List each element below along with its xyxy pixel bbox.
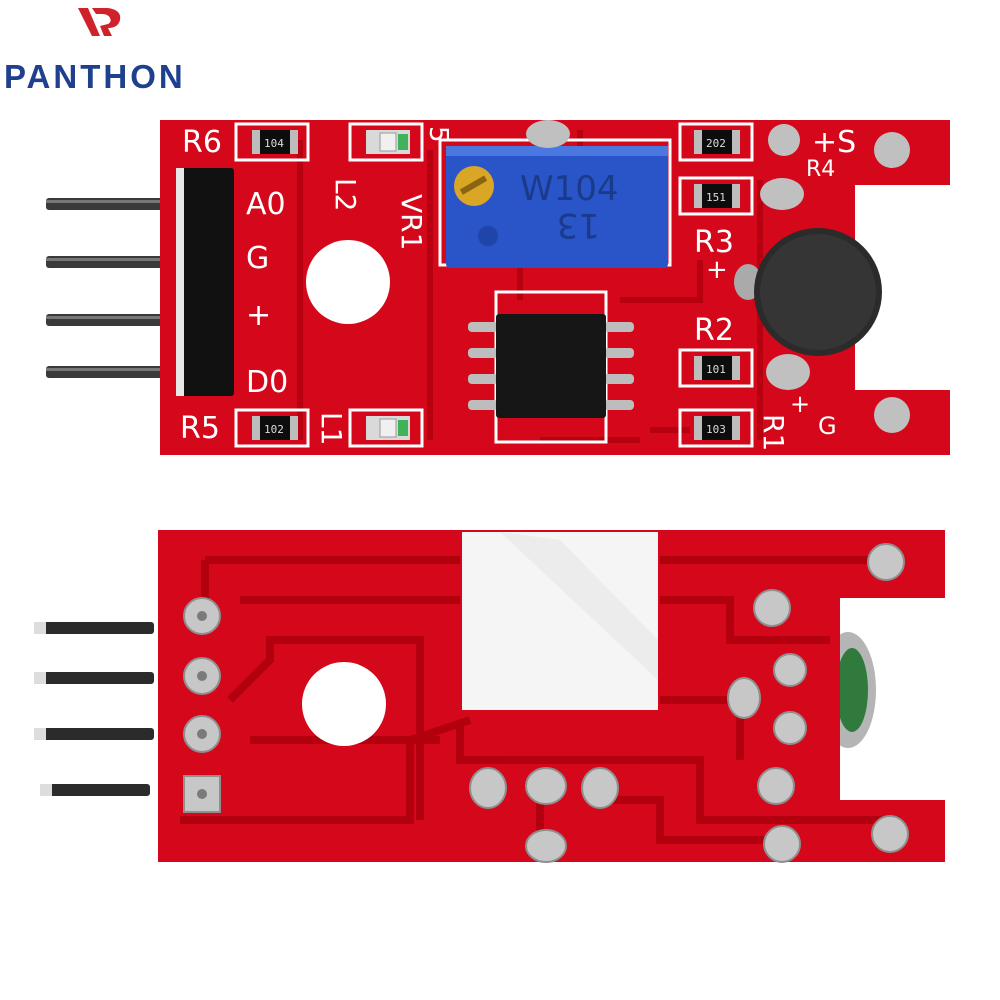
smd-code-r2: 101 [706, 363, 726, 376]
header-pins-back [34, 622, 154, 796]
label-r3: R3 [694, 225, 734, 260]
label-plus-mid: + [706, 255, 728, 285]
label-r4: R4 [806, 157, 835, 182]
smd-resistor-r6: 104 [252, 130, 298, 154]
mounting-hole-back [302, 662, 386, 746]
smd-code-r6: 104 [264, 137, 284, 150]
smd-resistor-r5: 102 [252, 416, 298, 440]
smd-code-r5: 102 [264, 423, 284, 436]
label-r5: R5 [180, 411, 220, 446]
label-vr1: VR1 [395, 194, 428, 250]
pin-label-plus: + [246, 298, 271, 333]
smd-resistor-r1: 103 [694, 416, 740, 440]
smd-resistor-r3: 151 [694, 184, 740, 208]
smd-resistor-r2: 101 [694, 356, 740, 380]
pot-marking-1: W104 [520, 169, 619, 209]
label-s-plus: +S [812, 125, 856, 160]
label-r1: R1 [757, 414, 790, 451]
solder-pads-back [469, 543, 909, 863]
brand-logo-mark-icon [78, 8, 121, 36]
pin-label-a0: A0 [246, 187, 286, 222]
smd-code-r3: 151 [706, 191, 726, 204]
back-board [34, 530, 945, 863]
label-l2: L2 [329, 178, 362, 211]
front-board: R6 R5 A0 G + D0 L2 VR1 L1 5 +S R4 R3 + R… [46, 120, 950, 455]
led-l1 [366, 416, 410, 440]
smd-code-r1: 103 [706, 423, 726, 436]
smd-resistor-r4: 202 [694, 130, 740, 154]
label-r2: R2 [694, 313, 734, 348]
mounting-hole-front [306, 240, 390, 324]
smd-code-r4: 202 [706, 137, 726, 150]
pcb-traces-front [297, 130, 763, 443]
potentiometer-vr1: W104 13 [446, 146, 668, 268]
label-g-right: G [818, 412, 837, 440]
pads-front [526, 120, 910, 433]
pin-label-d0: D0 [246, 365, 288, 400]
ic-chip [468, 314, 634, 418]
label-five: 5 [423, 126, 453, 143]
label-r6: R6 [182, 125, 222, 160]
header-housing-front [182, 168, 234, 396]
microphone [734, 228, 882, 356]
pcb-traces-back [180, 556, 900, 844]
label-l1: L1 [315, 412, 348, 445]
pin-label-g: G [246, 241, 269, 276]
brand-logo: PANTHON [4, 8, 186, 95]
brand-name: PANTHON [4, 58, 186, 95]
label-plus-r1: + [790, 390, 810, 418]
pot-marking-2: 13 [557, 205, 600, 245]
led-l2 [366, 130, 410, 154]
